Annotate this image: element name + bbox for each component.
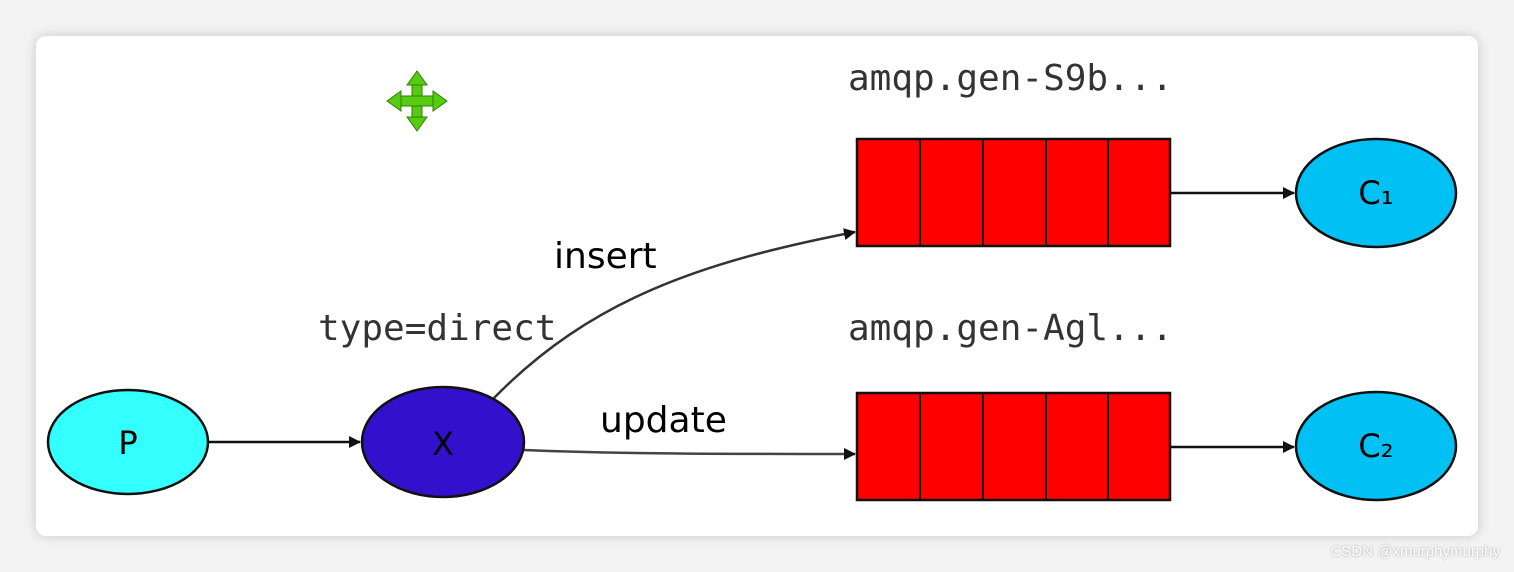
producer-label: P [118, 424, 137, 462]
queue-bottom [855, 391, 1172, 502]
consumer-top-node: C₁ [1294, 137, 1458, 249]
exchange-label: X [432, 425, 454, 463]
consumer-bottom-label: C₂ [1358, 427, 1393, 465]
routing-key-insert: insert [554, 236, 657, 277]
edge-exchange-to-bottom-queue [523, 447, 856, 460]
queue-bottom-name: amqp.gen-Agl... [848, 308, 1173, 349]
move-arrows-icon[interactable] [386, 70, 448, 132]
edge-exchange-to-top-queue [493, 228, 856, 399]
producer-node: P [46, 388, 210, 496]
watermark: CSDN @xmurphymurphy [1330, 543, 1500, 560]
consumer-bottom-node: C₂ [1294, 390, 1458, 502]
exchange-type-label: type=direct [318, 308, 556, 349]
queue-top-name: amqp.gen-S9b... [848, 58, 1173, 99]
exchange-node: X [360, 385, 526, 499]
queue-top [855, 137, 1172, 248]
consumer-top-label: C₁ [1358, 174, 1393, 212]
routing-key-update: update [600, 400, 727, 441]
